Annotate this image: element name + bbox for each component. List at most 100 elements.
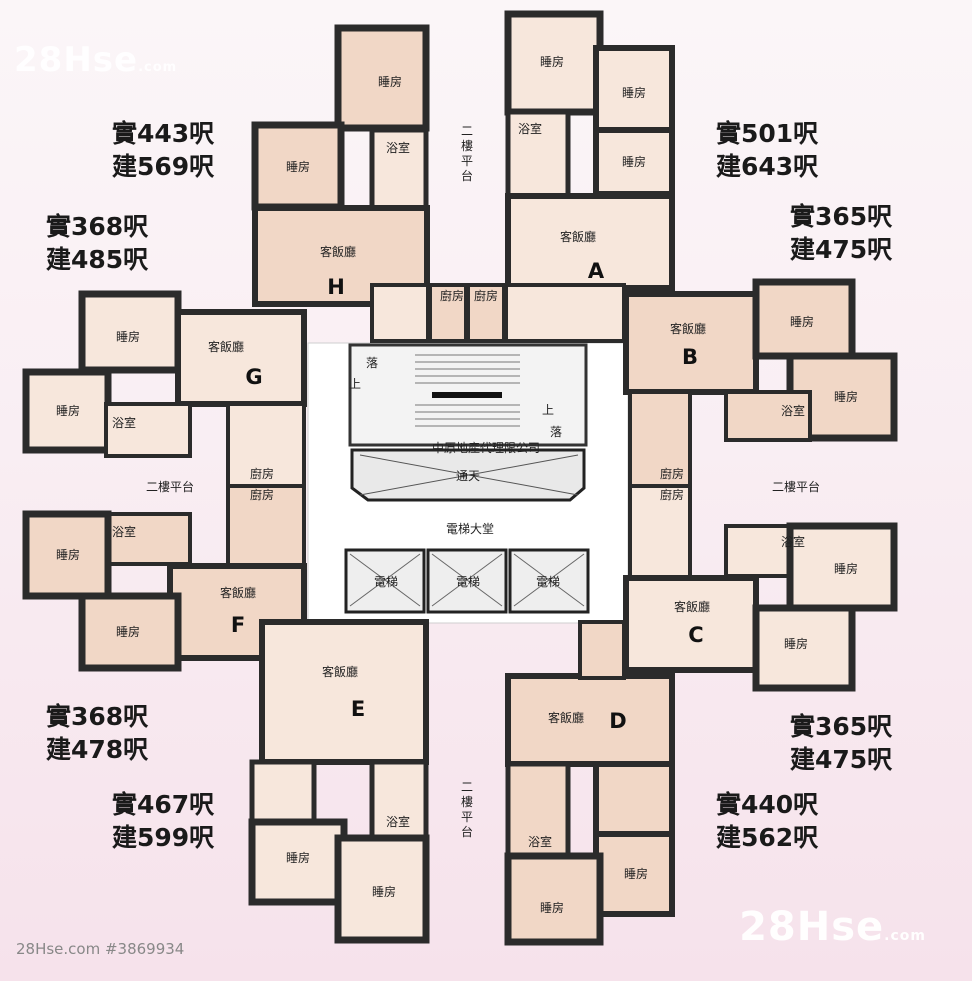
room-label: 睡房 [56, 547, 80, 562]
unit-c-area: 實365呎 建475呎 [790, 710, 892, 776]
room-label: 睡房 [540, 54, 564, 69]
platform-label-top: 二樓平台 [461, 124, 474, 183]
room-label: 睡房 [834, 389, 858, 404]
unit-f-area: 實368呎 建478呎 [46, 700, 148, 766]
room-label: 客飯廳 [670, 321, 706, 336]
unit-d-area: 實440呎 建562呎 [716, 788, 818, 854]
platform-label-bottom: 二樓平台 [461, 780, 474, 839]
room-label: 睡房 [624, 866, 648, 881]
unit-f [22, 484, 307, 672]
unit-letter-e: E [351, 697, 365, 721]
lift-shafts [344, 548, 590, 614]
lift-label: 電梯 [456, 575, 480, 589]
unit-h-area: 實443呎 建569呎 [112, 117, 214, 183]
room-label: 廚房 [440, 288, 464, 303]
platform-label-right: 二樓平台 [772, 479, 820, 494]
atrium-label: 通天 [456, 469, 480, 483]
gross-area: 建485呎 [46, 245, 149, 274]
gross-area: 建475呎 [790, 745, 893, 774]
room-label: 客飯廳 [322, 664, 358, 679]
unit-g [22, 290, 307, 488]
unit-h [251, 24, 468, 343]
room-label: 客飯廳 [548, 710, 584, 725]
room-label: 廚房 [660, 466, 684, 481]
saleable-area: 實365呎 [790, 202, 893, 231]
agency-text: 中原地產代理限公司 [432, 440, 540, 455]
room-label: 睡房 [286, 850, 310, 865]
saleable-area: 實368呎 [46, 212, 149, 241]
stair-treads [415, 354, 520, 427]
room-label: 睡房 [622, 85, 646, 100]
room-label: 睡房 [784, 636, 808, 651]
room-label: 睡房 [372, 884, 396, 899]
room-label: 客飯廳 [560, 229, 596, 244]
room-label: 廚房 [250, 466, 274, 481]
unit-letter-c: C [688, 623, 703, 647]
stair-up-label: 上 [542, 403, 554, 417]
lift-label: 電梯 [536, 575, 560, 589]
saleable-area: 實501呎 [716, 119, 819, 148]
room-label: 客飯廳 [208, 339, 244, 354]
stair-landing [432, 392, 502, 398]
unit-c [623, 484, 898, 692]
room-labels: 睡房 睡房 浴室 客飯廳 睡房 睡房 睡房 浴室 客飯廳 睡房 客飯廳 睡房 浴… [56, 54, 858, 915]
room-label: 客飯廳 [220, 585, 256, 600]
unit-a-area: 實501呎 建643呎 [716, 117, 818, 183]
room-label: 睡房 [378, 74, 402, 89]
room-label: 浴室 [528, 834, 552, 849]
unit-letter-h: H [327, 275, 345, 299]
room-label: 睡房 [116, 624, 140, 639]
room-label: 浴室 [386, 140, 410, 155]
saleable-area: 實467呎 [112, 790, 215, 819]
unit-letter-f: F [231, 613, 245, 637]
stair-up-label: 上 [349, 377, 361, 391]
unit-g-area: 實368呎 建485呎 [46, 210, 148, 276]
room-label: 睡房 [116, 329, 140, 344]
lift-label: 電梯 [374, 575, 398, 589]
unit-letter-b: B [682, 345, 698, 369]
room-label: 浴室 [781, 534, 805, 549]
watermark-logo-bottom: 28Hse.com [739, 904, 926, 950]
unit-letter-d: D [609, 709, 626, 733]
saleable-area: 實443呎 [112, 119, 215, 148]
watermark-logo-top: 28Hse.com [14, 40, 178, 80]
saleable-area: 實365呎 [790, 712, 893, 741]
room-label: 廚房 [474, 288, 498, 303]
gross-area: 建643呎 [716, 152, 819, 181]
gross-area: 建478呎 [46, 735, 149, 764]
room-label: 睡房 [790, 314, 814, 329]
unit-b-area: 實365呎 建475呎 [790, 200, 892, 266]
room-label: 廚房 [250, 487, 274, 502]
unit-b [623, 278, 898, 488]
unit-e-area: 實467呎 建599呎 [112, 788, 214, 854]
room-label: 浴室 [386, 814, 410, 829]
stair-down-label: 落 [550, 425, 562, 439]
room-label: 睡房 [834, 561, 858, 576]
saleable-area: 實440呎 [716, 790, 819, 819]
platform-label-left: 二樓平台 [146, 479, 194, 494]
room-label: 浴室 [518, 121, 542, 136]
unit-d [504, 620, 675, 946]
footer-listing-id: 28Hse.com #3869934 [16, 940, 185, 958]
room-label: 浴室 [112, 415, 136, 430]
gross-area: 建562呎 [716, 823, 819, 852]
stair-down-label: 落 [366, 356, 378, 370]
saleable-area: 實368呎 [46, 702, 149, 731]
unit-a [466, 10, 675, 343]
room-label: 睡房 [540, 900, 564, 915]
gross-area: 建599呎 [112, 823, 215, 852]
room-label: 睡房 [286, 159, 310, 174]
unit-letter-g: G [245, 365, 262, 389]
room-label: 浴室 [781, 403, 805, 418]
unit-letter-a: A [588, 259, 605, 283]
gross-area: 建475呎 [790, 235, 893, 264]
room-label: 浴室 [112, 524, 136, 539]
lift-lobby-label: 電梯大堂 [446, 522, 494, 536]
room-label: 睡房 [622, 154, 646, 169]
room-label: 客飯廳 [674, 599, 710, 614]
room-label: 睡房 [56, 403, 80, 418]
gross-area: 建569呎 [112, 152, 215, 181]
unit-e [248, 619, 430, 944]
room-label: 客飯廳 [320, 244, 356, 259]
